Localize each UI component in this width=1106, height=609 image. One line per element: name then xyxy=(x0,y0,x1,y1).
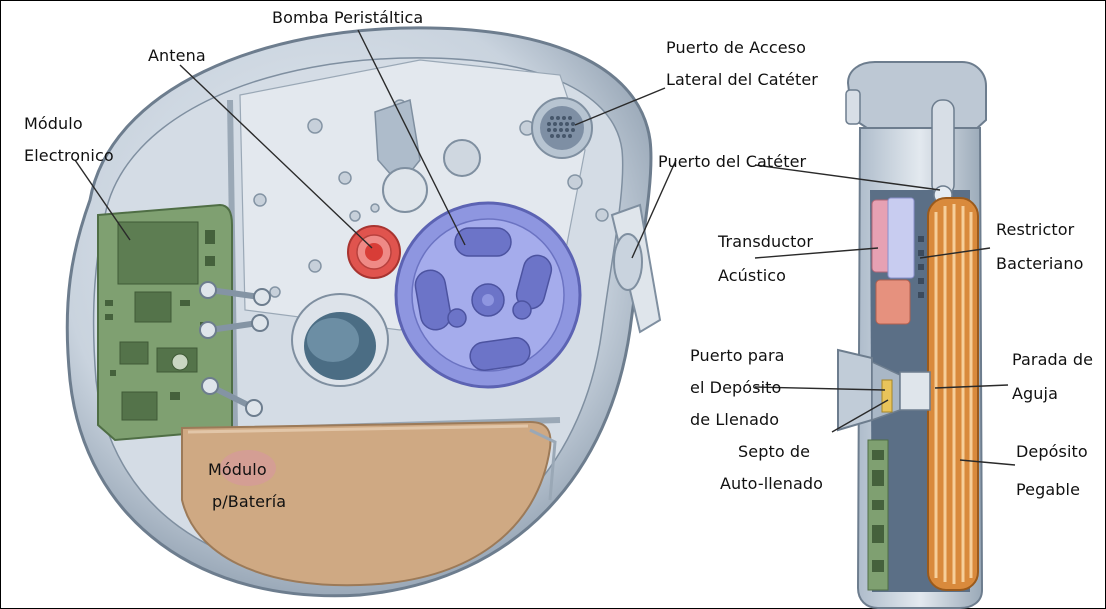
label-puerto-deposito-1: Puerto para xyxy=(690,346,785,366)
label-transductor-2: Acústico xyxy=(718,266,786,286)
cutaway-view xyxy=(838,62,986,608)
label-septo-2: Auto-llenado xyxy=(720,474,823,494)
label-parada-1: Parada de xyxy=(1012,350,1093,370)
label-puerto-deposito-3: de Llenado xyxy=(690,410,779,430)
label-bateria-2: p/Batería xyxy=(212,492,286,512)
label-bomba: Bomba Peristáltica xyxy=(272,8,423,28)
label-bateria-1: Módulo xyxy=(208,460,267,480)
label-transductor-1: Transductor xyxy=(718,232,813,252)
label-restrictor-1: Restrictor xyxy=(996,220,1074,240)
label-puerto-deposito-2: el Depósito xyxy=(690,378,781,398)
label-puerto-cateter: Puerto del Catéter xyxy=(658,152,806,172)
label-restrictor-2: Bacteriano xyxy=(996,254,1083,274)
antenna-component xyxy=(348,226,400,278)
label-puerto-acceso-1: Puerto de Acceso xyxy=(666,38,806,58)
label-deposito-2: Pegable xyxy=(1016,480,1080,500)
label-puerto-acceso-2: Lateral del Catéter xyxy=(666,70,818,90)
label-modulo-electronico-2: Electronico xyxy=(24,146,114,166)
peristaltic-rotor xyxy=(396,203,580,387)
label-septo-1: Septo de xyxy=(738,442,810,462)
label-deposito-1: Depósito xyxy=(1016,442,1088,462)
label-parada-2: Aguja xyxy=(1012,384,1058,404)
label-modulo-electronico-1: Módulo xyxy=(24,114,83,134)
label-antena: Antena xyxy=(148,46,206,66)
